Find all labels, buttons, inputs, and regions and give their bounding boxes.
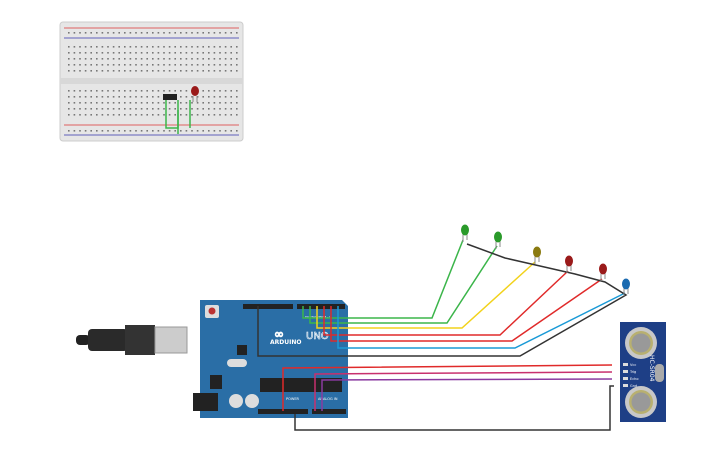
wire-yellow — [316, 261, 536, 329]
led[interactable] — [565, 255, 573, 274]
wire-green-2 — [309, 245, 498, 324]
wire-trig — [314, 371, 613, 411]
wire-vcc — [282, 364, 613, 411]
wire-red-2 — [330, 278, 603, 342]
arduino-logo: ∞ — [274, 327, 284, 341]
breadboard-component[interactable] — [163, 94, 177, 100]
header-digital — [297, 304, 345, 309]
sensor-pin-label: Trig — [629, 370, 636, 374]
led[interactable] — [494, 231, 502, 250]
led[interactable] — [599, 263, 607, 282]
breadboard[interactable] — [59, 21, 244, 142]
breadboard-led[interactable] — [191, 86, 199, 102]
power-label: POWER — [286, 397, 300, 401]
wire-green-1 — [302, 239, 464, 319]
led[interactable] — [622, 278, 630, 297]
sensor-pin[interactable] — [623, 370, 628, 373]
sensor-pin-label: Vcc — [630, 363, 636, 367]
sensor-pin[interactable] — [623, 377, 628, 380]
led[interactable] — [533, 246, 541, 265]
arduino-uno[interactable]: ARDUINO UNO DIGITAL (PWM~) POWER ANALOG … — [193, 300, 348, 418]
led[interactable] — [461, 224, 469, 243]
wire-blue — [337, 292, 626, 349]
wire-red-1 — [323, 270, 569, 336]
sensor-pin[interactable] — [623, 384, 628, 387]
sensor-model: HC-SR04 — [648, 355, 655, 382]
wire-echo — [321, 378, 613, 411]
analog-label: ANALOG IN — [318, 397, 338, 401]
power-jack — [193, 393, 218, 411]
arduino-model: UNO — [306, 331, 329, 342]
sensor-pin-label: Gnd — [630, 384, 637, 388]
sensor-pin-label: Echo — [630, 377, 639, 381]
wire-ground-leds — [257, 243, 628, 357]
usb-cable[interactable] — [76, 325, 188, 355]
header-top-left — [243, 304, 293, 309]
arduino-brand: ARDUINO — [270, 339, 301, 346]
wire-gnd — [294, 385, 614, 431]
sensor-pin[interactable] — [623, 363, 628, 366]
